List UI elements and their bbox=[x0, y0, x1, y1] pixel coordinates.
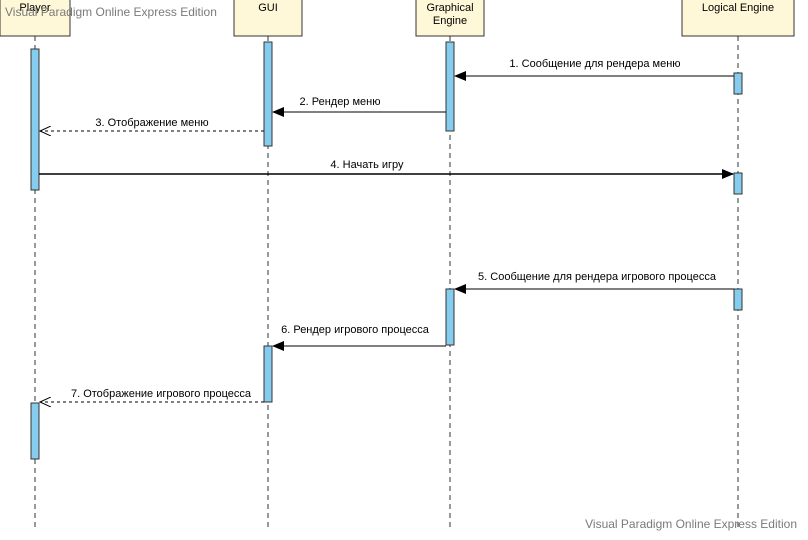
message-1-label: 1. Сообщение для рендера меню bbox=[509, 58, 680, 70]
message-5: 5. Сообщение для рендера игрового процес… bbox=[454, 271, 734, 294]
participant-graphical-engine-label-line1: Graphical bbox=[426, 2, 473, 14]
activation-graphical-2 bbox=[445, 288, 455, 346]
activation-logical-3 bbox=[733, 288, 743, 311]
message-2-label: 2. Рендер меню bbox=[300, 96, 381, 108]
watermark-bottom: Visual Paradigm Online Express Edition bbox=[585, 517, 797, 531]
participant-player[interactable]: Player bbox=[0, 0, 71, 37]
message-6: 6. Рендер игрового процесса bbox=[272, 324, 446, 351]
message-2: 2. Рендер меню bbox=[272, 96, 446, 117]
watermark-top: Visual Paradigm Online Express Edition bbox=[5, 5, 217, 19]
participant-gui-label: GUI bbox=[258, 2, 278, 14]
message-3-label: 3. Отображение меню bbox=[95, 117, 208, 129]
participant-logical-engine-label: Logical Engine bbox=[702, 2, 774, 14]
participant-graphical-engine[interactable]: Graphical Engine bbox=[415, 0, 485, 37]
activation-gui-2 bbox=[263, 345, 273, 403]
activation-player-2 bbox=[30, 402, 40, 460]
message-7: 7. Отображение игрового процесса bbox=[40, 388, 264, 402]
message-6-label: 6. Рендер игрового процесса bbox=[281, 324, 430, 336]
message-5-label: 5. Сообщение для рендера игрового процес… bbox=[478, 271, 717, 283]
message-7-label: 7. Отображение игрового процесса bbox=[71, 388, 252, 400]
participant-gui[interactable]: GUI bbox=[233, 0, 303, 37]
participant-logical-engine[interactable]: Logical Engine bbox=[681, 0, 795, 37]
activation-logical-2 bbox=[733, 172, 743, 195]
activation-logical-1 bbox=[733, 72, 743, 95]
message-4-label: 4. Начать игру bbox=[330, 159, 404, 171]
message-3: 3. Отображение меню bbox=[40, 117, 264, 131]
activation-player-1 bbox=[30, 48, 40, 191]
message-4: 4. Начать игру bbox=[39, 159, 734, 179]
message-1: 1. Сообщение для рендера меню bbox=[454, 58, 734, 81]
participant-player-label: Player bbox=[19, 2, 51, 14]
activation-graphical-1 bbox=[445, 41, 455, 132]
activation-gui-1 bbox=[263, 41, 273, 147]
participant-graphical-engine-label-line2: Engine bbox=[433, 15, 467, 27]
